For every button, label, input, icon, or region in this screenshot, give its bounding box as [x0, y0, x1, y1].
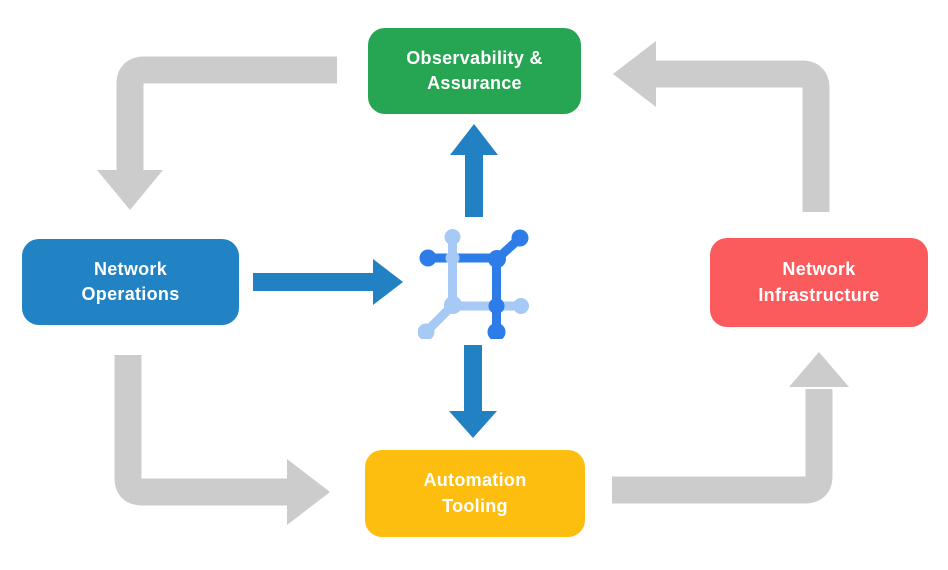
arrow-head-right — [373, 259, 403, 305]
icon-node-left — [419, 249, 437, 267]
arrow-operations-to-center — [253, 259, 403, 305]
arrow-head-down — [449, 411, 497, 438]
icon-node-bottom — [487, 323, 506, 339]
network-topology-icon — [418, 229, 529, 339]
icon-node-bottom-left — [418, 323, 435, 339]
icon-joint-top-right — [488, 250, 506, 268]
node-network-operations: Network Operations — [22, 239, 239, 325]
icon-joint-bottom-right — [488, 298, 505, 314]
node-automation-tooling: Automation Tooling — [365, 450, 585, 537]
arrow-observability-to-operations — [97, 56, 337, 210]
icon-node-top — [444, 229, 461, 245]
arrow-head-left — [613, 41, 656, 107]
arrow-head-right — [287, 459, 330, 525]
icon-joint-bottom-left — [444, 296, 462, 314]
arrow-center-to-observability — [450, 124, 498, 217]
icon-node-top-right — [511, 229, 529, 247]
node-operations-label: Network Operations — [81, 258, 180, 304]
arrow-head-down — [97, 170, 163, 210]
node-observability-assurance: Observability & Assurance — [368, 28, 581, 114]
arrow-automation-to-infrastructure — [612, 352, 849, 504]
arrow-head-up — [450, 124, 498, 155]
arrow-head-up — [789, 352, 849, 387]
node-infrastructure-label: Network Infrastructure — [758, 259, 880, 305]
node-observability-label: Observability & Assurance — [406, 47, 543, 93]
arrow-operations-to-automation — [114, 355, 330, 525]
node-automation-label: Automation Tooling — [423, 470, 527, 516]
arrow-center-to-automation — [449, 345, 497, 438]
icon-node-right — [513, 298, 529, 314]
arrow-infrastructure-to-observability — [613, 41, 830, 212]
icon-joint-top-left — [445, 251, 460, 265]
node-network-infrastructure: Network Infrastructure — [710, 238, 928, 327]
